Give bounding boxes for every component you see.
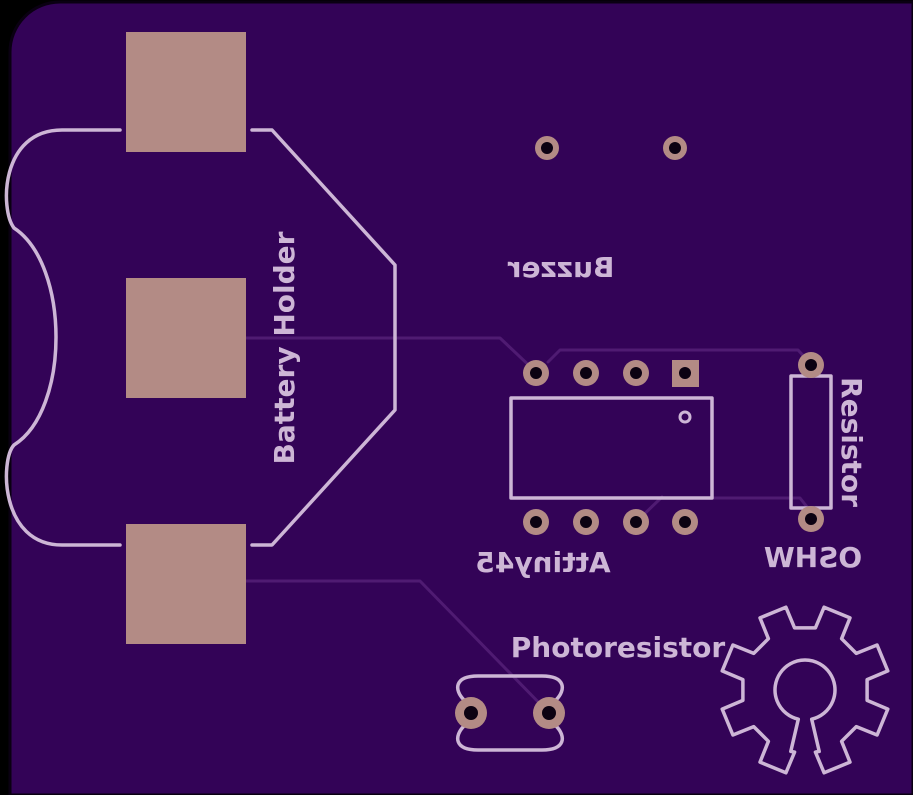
photoresistor-drill-left xyxy=(464,706,478,720)
resistor: Resistor xyxy=(789,352,868,532)
gear-icon xyxy=(720,605,890,775)
attiny-drill-4 xyxy=(630,516,642,528)
trace-battery-to-photoresistor xyxy=(243,579,550,714)
attiny-drill-6 xyxy=(630,367,642,379)
attiny-drill-1 xyxy=(679,367,691,379)
photoresistor-outline xyxy=(455,674,565,752)
photoresistor-drill-right xyxy=(542,706,556,720)
buzzer-drill-right xyxy=(669,142,681,154)
resistor-label: Resistor xyxy=(835,377,868,507)
attiny45: Attiny45 xyxy=(475,360,714,579)
photoresistor: Photoresistor xyxy=(455,631,726,752)
attiny-drill-3 xyxy=(580,516,592,528)
buzzer: Buzzer xyxy=(507,136,687,284)
attiny45-label: Attiny45 xyxy=(475,546,610,579)
resistor-drill-bottom xyxy=(805,513,817,525)
attiny-drill-5 xyxy=(679,516,691,528)
battery-holder-outline xyxy=(4,128,397,547)
attiny-drill-2 xyxy=(530,516,542,528)
battery-holder: Battery Holder xyxy=(4,32,397,644)
battery-pad-top xyxy=(126,32,246,152)
attiny-drill-8 xyxy=(530,367,542,379)
attiny45-body xyxy=(509,396,714,500)
pin1-marker xyxy=(678,410,692,424)
photoresistor-label: Photoresistor xyxy=(511,631,726,664)
buzzer-label: Buzzer xyxy=(507,251,614,284)
oshw-label: OSHW xyxy=(764,541,862,574)
battery-holder-label: Battery Holder xyxy=(268,231,301,464)
battery-pad-middle xyxy=(126,278,246,398)
trace-battery-to-attiny xyxy=(243,336,538,374)
buzzer-drill-left xyxy=(541,142,553,154)
oshw-logo: OSHW xyxy=(720,541,890,775)
battery-pad-bottom xyxy=(126,524,246,644)
attiny-drill-7 xyxy=(580,367,592,379)
resistor-drill-top xyxy=(805,359,817,371)
